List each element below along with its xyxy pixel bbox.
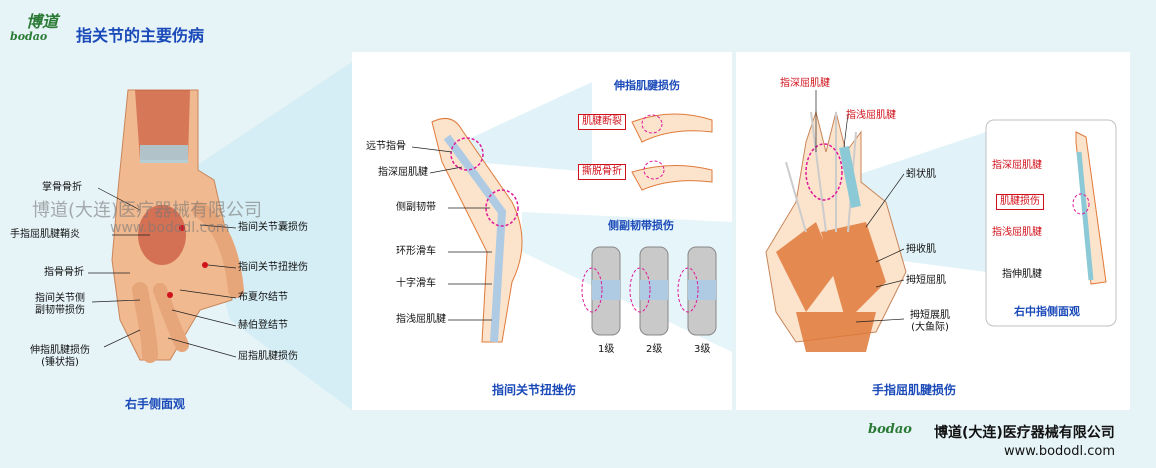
label-cruciate-pulley: 十字滑车 — [396, 278, 436, 289]
collateral-injury-title: 侧副韧带损伤 — [608, 219, 674, 232]
inset-label-tendon-injury: 肌腱损伤 — [996, 194, 1044, 210]
label-extensor-injury-line1: 伸指肌腱损伤 — [30, 345, 90, 356]
label-extensor-injury: 伸指肌腱损伤 (锤状指) — [20, 345, 100, 369]
avulsion-fracture-tag: 撕脱骨折 — [578, 164, 626, 180]
palm-illustration — [765, 90, 1117, 352]
tendon-rupture-tag: 肌腱断裂 — [578, 114, 626, 130]
footer-url: www.bododl.com — [1004, 444, 1116, 459]
label-capsule-injury: 指间关节囊损伤 — [238, 222, 308, 233]
panel2-caption: 指间关节扭挫伤 — [492, 383, 577, 397]
panel-flexor-injury: 指深屈肌腱 指浅屈肌腱 蚓状肌 拇收肌 拇短屈肌 拇短展肌 (大鱼际) 指深屈肌… — [736, 52, 1130, 410]
label-apb: 拇短展肌 (大鱼际) — [900, 310, 960, 334]
label-apb-line2: (大鱼际) — [911, 322, 949, 333]
footer-logo: bodao — [868, 422, 912, 437]
label-fds: 指浅屈肌腱 — [396, 314, 446, 325]
inset-label-fdp: 指深屈肌腱 — [992, 160, 1042, 171]
label-extensor-injury-line2: (锤状指) — [41, 357, 79, 368]
inset-label-extensor: 指伸肌腱 — [1002, 269, 1042, 280]
panel-ip-sprain: 远节指骨 指深屈肌腱 侧副韧带 环形滑车 十字滑车 指浅屈肌腱 伸指肌腱损伤 肌… — [352, 52, 732, 410]
label-metacarpal-fracture: 掌骨骨折 — [42, 182, 82, 193]
label-heberden-node: 赫伯登结节 — [238, 320, 288, 331]
grade-3-label: 3级 — [694, 344, 711, 355]
label-collateral-injury: 指间关节侧 副韧带损伤 — [30, 293, 90, 317]
label-distal-phalanx: 远节指骨 — [366, 141, 406, 152]
watermark-company: 博道(大连)医疗器械有限公司 — [32, 200, 263, 221]
grade-2-label: 2级 — [646, 344, 663, 355]
grade-1-label: 1级 — [598, 344, 615, 355]
label-collateral-injury-line1: 指间关节侧 — [35, 293, 85, 304]
panel-hand-side-view: 掌骨骨折 手指屈肌腱鞘炎 指骨骨折 指间关节侧 副韧带损伤 伸指肌腱损伤 (锤状… — [0, 60, 352, 410]
label-adductor: 拇收肌 — [906, 244, 936, 255]
extensor-injury-title: 伸指肌腱损伤 — [614, 79, 680, 92]
panel1-caption: 右手侧面观 — [125, 397, 186, 411]
label-phalanx-fracture: 指骨骨折 — [44, 267, 84, 278]
label-collateral-injury-line2: 副韧带损伤 — [35, 305, 85, 316]
watermark-url: www.bododl.com — [110, 220, 230, 236]
label-fds: 指浅屈肌腱 — [846, 110, 896, 121]
finger-joint-illustration — [411, 82, 732, 352]
label-collateral: 侧副韧带 — [396, 202, 436, 213]
header-logo: 博道 bodao — [8, 8, 68, 44]
label-flexor-injury: 屈指肌腱损伤 — [238, 351, 298, 362]
label-lumbrical: 蚓状肌 — [906, 169, 936, 180]
footer-company: 博道(大连)医疗器械有限公司 — [934, 425, 1115, 441]
hand-illustration — [88, 62, 352, 410]
label-flexor-tenosynovitis: 手指屈肌腱鞘炎 — [10, 229, 80, 240]
label-sprain: 指间关节扭挫伤 — [238, 262, 308, 273]
inset-label-fds: 指浅屈肌腱 — [992, 227, 1042, 238]
label-bouchard-node: 布夏尔结节 — [238, 292, 288, 303]
page-title: 指关节的主要伤病 — [76, 26, 205, 45]
logo-en: bodao — [10, 30, 48, 43]
panel3-caption: 手指屈肌腱损伤 — [872, 383, 957, 397]
label-apb-line1: 拇短展肌 — [910, 310, 950, 321]
logo-cn: 博道 — [26, 12, 59, 31]
label-fpb: 拇短屈肌 — [906, 275, 946, 286]
label-annular-pulley: 环形滑车 — [396, 246, 436, 257]
label-fdp: 指深屈肌腱 — [780, 78, 830, 89]
inset-caption: 右中指侧面观 — [1014, 305, 1080, 318]
label-fdp: 指深屈肌腱 — [378, 167, 428, 178]
